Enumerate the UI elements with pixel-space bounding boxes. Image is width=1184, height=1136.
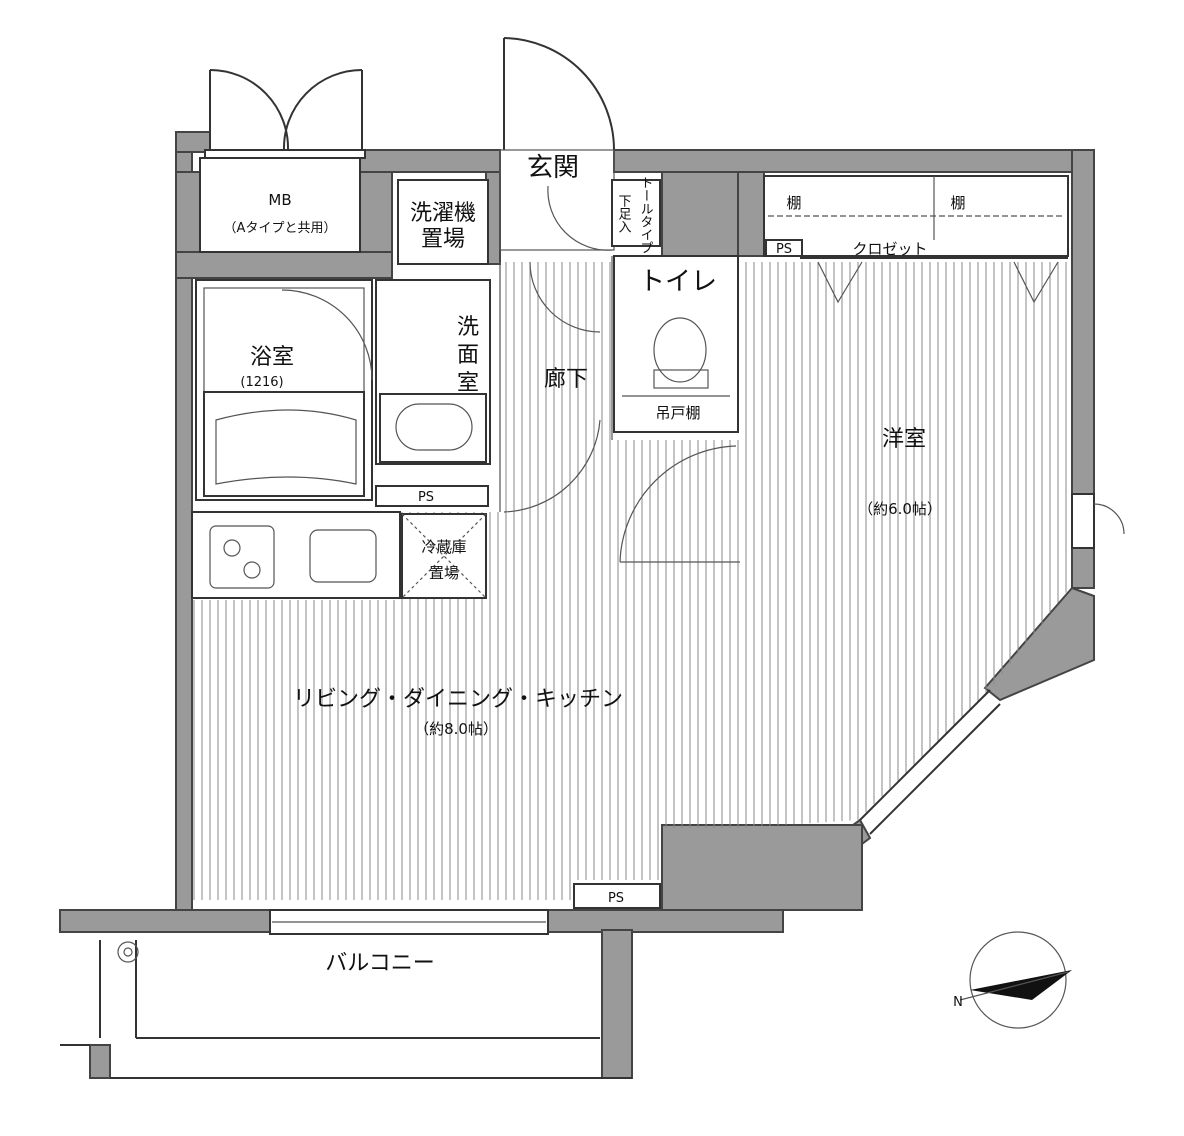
entrance-door-arc	[547, 185, 613, 251]
bathtub	[203, 391, 365, 497]
shelf-label-1: 棚	[786, 194, 801, 212]
drain-icon	[117, 941, 139, 963]
fridge-label-2: 置場	[429, 564, 459, 582]
entrance-label: 玄関	[527, 153, 579, 183]
compass-north-label: N	[953, 995, 963, 1010]
shoe-label-2: トールタイプ	[638, 176, 653, 254]
kitchen-counter	[191, 511, 401, 599]
western-size-label: （約6.0帖）	[858, 500, 942, 518]
side-window	[1071, 493, 1095, 549]
ps-wash-box	[375, 485, 489, 507]
stove-burner-icon	[223, 539, 241, 557]
washroom-label-3: 室	[457, 371, 479, 396]
sink-icon	[379, 393, 487, 463]
ps-bottom-label: PS	[608, 891, 624, 906]
closet-label: クロゼット	[852, 240, 927, 258]
ldk-label: リビング・ダイニング・キッチン	[293, 687, 623, 712]
mb-note-label: （Aタイプと共用）	[224, 221, 337, 236]
hanging-shelf-label: 吊戸棚	[655, 404, 700, 422]
toilet-room	[613, 255, 739, 433]
toilet-icon	[653, 317, 707, 383]
balcony-label: バルコニー	[325, 951, 435, 976]
shoe-label-1: 下足入	[616, 194, 632, 233]
corridor-label: 廊下	[544, 367, 588, 392]
washroom-label-1: 洗	[457, 315, 479, 340]
balcony	[60, 940, 632, 1079]
ps-wash-label: PS	[418, 490, 434, 505]
shelf-label-2: 棚	[950, 194, 965, 212]
fridge-label-1: 冷蔵庫	[421, 538, 466, 556]
ldk-size-label: （約8.0帖）	[414, 720, 498, 738]
fridge-space	[401, 513, 487, 599]
kitchen-sink-icon	[309, 529, 377, 583]
washer-area	[397, 179, 489, 265]
compass-icon	[959, 931, 1072, 1029]
mb-label: MB	[268, 191, 291, 209]
bath-size-label: (1216)	[240, 375, 283, 390]
washer-label-2: 置場	[421, 227, 465, 252]
mb-room	[199, 157, 361, 253]
shoe-cabinet	[611, 179, 661, 247]
outer-walls	[59, 131, 1095, 1079]
ps-closet-label: PS	[776, 242, 792, 257]
ps-bottom-box	[573, 883, 661, 909]
washer-label-1: 洗濯機	[410, 201, 476, 226]
mb-doors	[204, 69, 366, 159]
ps-closet-box	[765, 239, 803, 257]
stove-burner-icon	[243, 561, 261, 579]
bath-label: 浴室	[250, 345, 294, 370]
toilet-label: トイレ	[639, 267, 717, 297]
front-door	[503, 37, 615, 151]
western-room-label: 洋室	[882, 427, 926, 452]
washroom-label-2: 面	[457, 343, 479, 368]
